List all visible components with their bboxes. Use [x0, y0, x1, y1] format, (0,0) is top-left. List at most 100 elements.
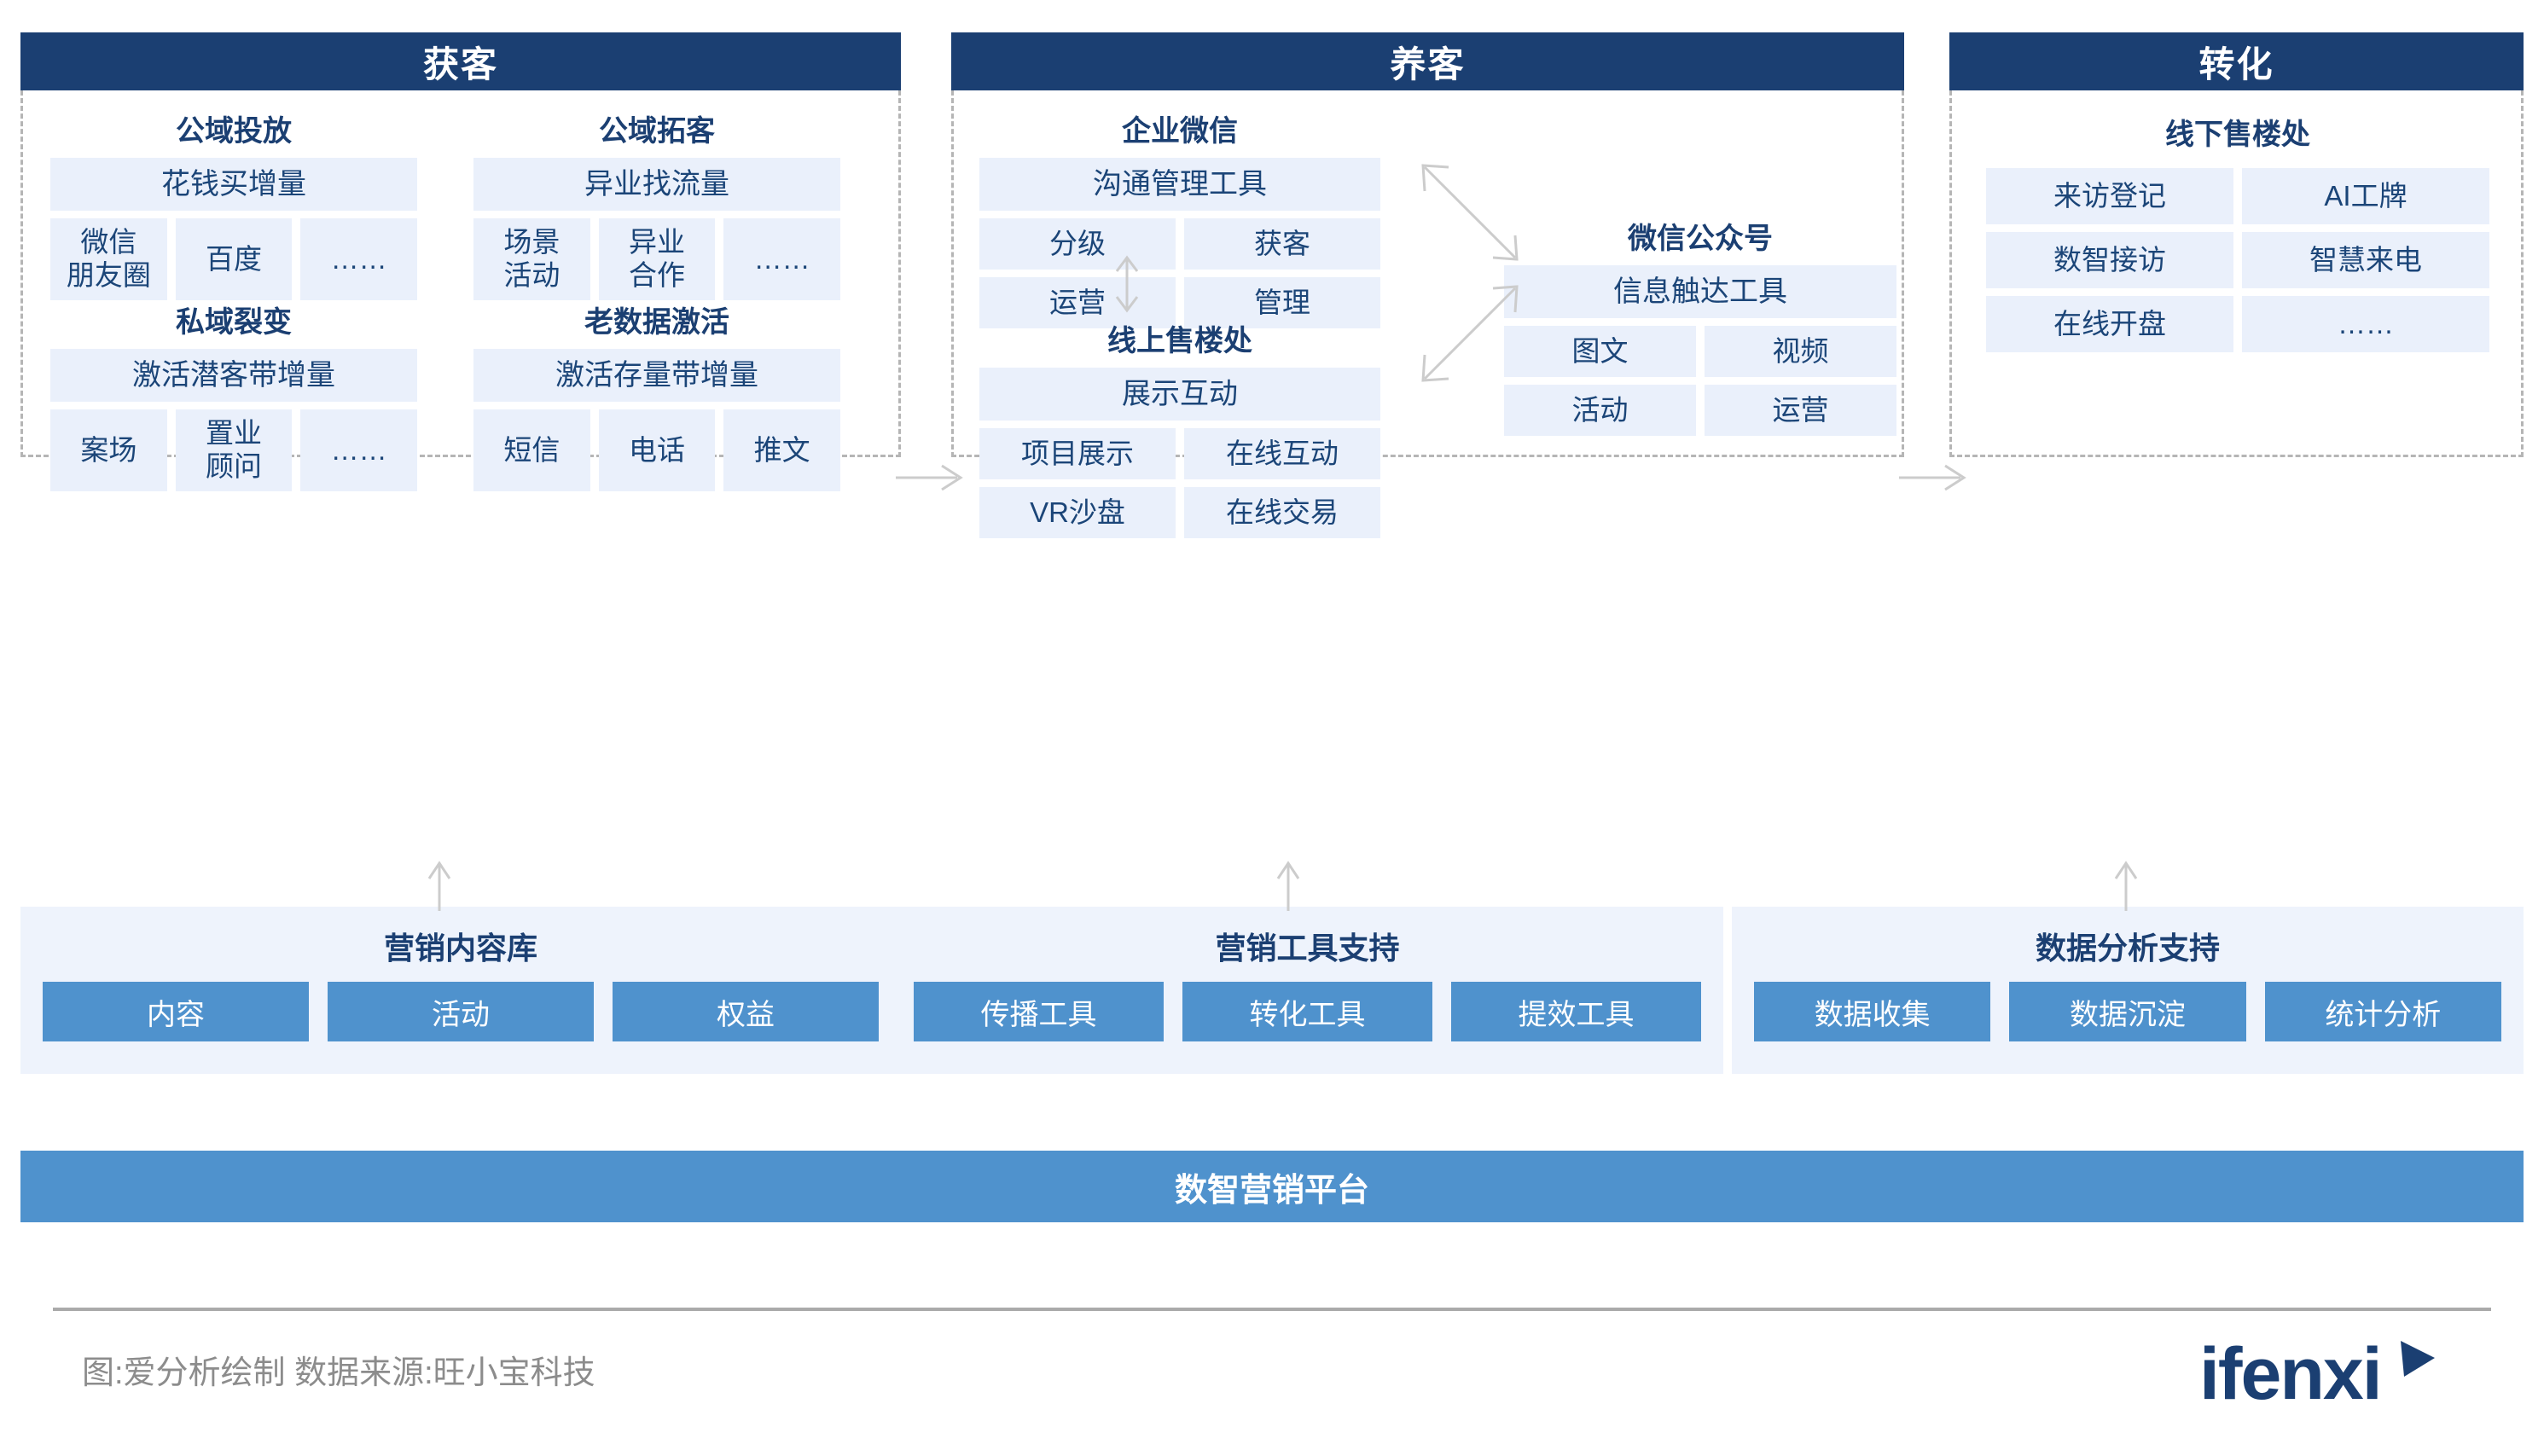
support-chip[interactable]: 活动: [328, 982, 594, 1041]
item-cell[interactable]: 数智接访: [1986, 232, 2233, 288]
item-cell[interactable]: 智慧来电: [2242, 232, 2489, 288]
svg-text:ifenxi: ifenxi: [2199, 1337, 2381, 1415]
item-cell[interactable]: ……: [2242, 296, 2489, 352]
item-cell[interactable]: 在线互动: [1184, 428, 1380, 479]
group-wechat-official-account-title: 微信公众号: [1628, 223, 1773, 255]
item-cell[interactable]: 电话: [598, 409, 716, 491]
column-acquisition-body: 公域投放 花钱买增量 微信 朋友圈 百度 …… 公域拓客 异业找流量 场景 活动…: [20, 90, 901, 491]
group-wechat-official-account: 微信公众号 信息触达工具 图文 视频 活动 运营: [1504, 215, 1896, 436]
item-cell[interactable]: 来访登记: [1986, 168, 2233, 224]
support-data-analysis-chips: 数据收集 数据沉淀 统计分析: [1732, 982, 2524, 1041]
item-cell[interactable]: 运营: [979, 277, 1176, 328]
platform-bar[interactable]: 数智营销平台: [20, 1151, 2524, 1222]
arrow-support-to-nurture: [1276, 861, 1300, 911]
item-cell[interactable]: ……: [300, 409, 418, 491]
item-cell[interactable]: 运营: [1705, 385, 1896, 436]
item-cell[interactable]: 项目展示: [979, 428, 1176, 479]
column-conversion-body: 线下售楼处 来访登记 AI工牌 数智接访 智慧来电 在线开盘 ……: [1949, 90, 2524, 457]
item-cell[interactable]: 百度: [175, 218, 293, 300]
group-old-data: 老数据激活 激活存量带增量 短信 电话 推文: [473, 299, 841, 491]
support-chip[interactable]: 权益: [613, 982, 879, 1041]
group-wechat-official-account-row1: 图文 视频: [1504, 326, 1896, 377]
group-public-expand: 公域拓客 异业找流量 场景 活动 异业 合作 ……: [473, 107, 841, 300]
footer-divider: [53, 1308, 2491, 1311]
ifenxi-logo-icon: ifenxi: [2199, 1333, 2435, 1415]
group-old-data-items: 短信 电话 推文: [473, 409, 841, 491]
group-public-ad: 公域投放 花钱买增量 微信 朋友圈 百度 ……: [50, 107, 418, 300]
column-acquisition-header: 获客: [20, 32, 901, 90]
group-public-ad-items: 微信 朋友圈 百度 ……: [50, 218, 418, 300]
item-cell[interactable]: 场景 活动: [473, 218, 590, 300]
arrow-nurture-to-conversion: [1899, 464, 1966, 491]
group-offline-row1: 来访登记 AI工牌: [1986, 168, 2489, 224]
group-private-fission-lead[interactable]: 激活潜客带增量: [50, 349, 417, 402]
item-cell[interactable]: 推文: [723, 409, 841, 491]
support-chip[interactable]: 转化工具: [1182, 982, 1432, 1041]
footer-note: 图:爱分析绘制 数据来源:旺小宝科技: [82, 1355, 595, 1391]
group-work-wechat-row1: 分级 获客: [979, 218, 1380, 270]
item-cell[interactable]: 案场: [50, 409, 167, 491]
group-online-sales-office-row1: 项目展示 在线互动: [979, 428, 1380, 479]
group-public-expand-title: 公域拓客: [599, 115, 715, 148]
item-cell[interactable]: ……: [723, 218, 841, 300]
group-old-data-lead[interactable]: 激活存量带增量: [473, 349, 840, 402]
support-marketing-tools-title: 营销工具支持: [1215, 931, 1400, 966]
support-data-analysis-title: 数据分析支持: [2035, 931, 2220, 966]
group-private-fission-items: 案场 置业 顾问 ……: [50, 409, 418, 491]
arrow-acquisition-to-nurture: [896, 464, 963, 491]
support-data-analysis: 数据分析支持 数据收集 数据沉淀 统计分析: [1732, 907, 2524, 1074]
support-chip[interactable]: 内容: [43, 982, 309, 1041]
item-cell[interactable]: AI工牌: [2242, 168, 2489, 224]
group-private-fission: 私域裂变 激活潜客带增量 案场 置业 顾问 ……: [50, 299, 418, 491]
arrow-support-to-acquisition: [427, 861, 451, 911]
item-cell[interactable]: 在线交易: [1184, 487, 1380, 538]
group-public-expand-items: 场景 活动 异业 合作 ……: [473, 218, 841, 300]
group-online-sales-office-lead[interactable]: 展示互动: [979, 368, 1380, 421]
item-cell[interactable]: 活动: [1504, 385, 1696, 436]
support-marketing-tools: 营销工具支持 传播工具 转化工具 提效工具: [892, 907, 1723, 1074]
support-chip[interactable]: 数据收集: [1754, 982, 1991, 1041]
item-cell[interactable]: 微信 朋友圈: [50, 218, 167, 300]
support-chip[interactable]: 提效工具: [1451, 982, 1701, 1041]
ifenxi-logo: ifenxi: [2199, 1333, 2481, 1419]
item-cell[interactable]: ……: [300, 218, 418, 300]
group-public-expand-lead[interactable]: 异业找流量: [473, 158, 840, 211]
column-nurture: 养客 企业微信 沟通管理工具 分级 获客 运营 管理 线上售楼处 展示互动: [951, 32, 1904, 538]
group-private-fission-title: 私域裂变: [176, 306, 292, 339]
group-offline-sales-office: 线下售楼处 来访登记 AI工牌 数智接访 智慧来电 在线开盘 ……: [1986, 111, 2489, 352]
support-chip[interactable]: 数据沉淀: [2009, 982, 2246, 1041]
column-nurture-body: 企业微信 沟通管理工具 分级 获客 运营 管理 线上售楼处 展示互动 项目展示 …: [951, 90, 1904, 538]
arrow-support-to-conversion: [2114, 861, 2138, 911]
item-cell[interactable]: 置业 顾问: [175, 409, 293, 491]
group-wechat-official-account-row2: 活动 运营: [1504, 385, 1896, 436]
item-cell[interactable]: 视频: [1705, 326, 1896, 377]
support-chip[interactable]: 统计分析: [2264, 982, 2501, 1041]
item-cell[interactable]: 在线开盘: [1986, 296, 2233, 352]
column-acquisition: 获客 公域投放 花钱买增量 微信 朋友圈 百度 …… 公域拓客 异业找流量 场景…: [20, 32, 901, 491]
item-cell[interactable]: 图文: [1504, 326, 1696, 377]
group-old-data-title: 老数据激活: [584, 306, 729, 339]
item-cell[interactable]: 异业 合作: [598, 218, 716, 300]
group-public-ad-lead[interactable]: 花钱买增量: [50, 158, 417, 211]
support-content-library: 营销内容库 内容 活动 权益: [20, 907, 901, 1074]
item-cell[interactable]: VR沙盘: [979, 487, 1176, 538]
group-online-sales-office: 线上售楼处 展示互动 项目展示 在线互动 VR沙盘 在线交易: [979, 317, 1380, 538]
group-work-wechat-lead[interactable]: 沟通管理工具: [979, 158, 1380, 211]
group-online-sales-office-title: 线上售楼处: [1107, 325, 1252, 357]
group-offline-row2: 数智接访 智慧来电: [1986, 232, 2489, 288]
column-conversion-header: 转化: [1949, 32, 2524, 90]
group-offline-row3: 在线开盘 ……: [1986, 296, 2489, 352]
column-nurture-header: 养客: [951, 32, 1904, 90]
item-cell[interactable]: 管理: [1184, 277, 1380, 328]
item-cell[interactable]: 短信: [473, 409, 590, 491]
group-wechat-official-account-lead[interactable]: 信息触达工具: [1504, 265, 1896, 318]
support-marketing-tools-chips: 传播工具 转化工具 提效工具: [892, 982, 1723, 1041]
group-work-wechat-title: 企业微信: [1122, 115, 1238, 148]
support-chip[interactable]: 传播工具: [914, 982, 1164, 1041]
item-cell[interactable]: 获客: [1184, 218, 1380, 270]
group-online-sales-office-row2: VR沙盘 在线交易: [979, 487, 1380, 538]
item-cell[interactable]: 分级: [979, 218, 1176, 270]
group-offline-sales-office-title: 线下售楼处: [2165, 119, 2310, 151]
support-content-library-chips: 内容 活动 权益: [20, 982, 901, 1041]
